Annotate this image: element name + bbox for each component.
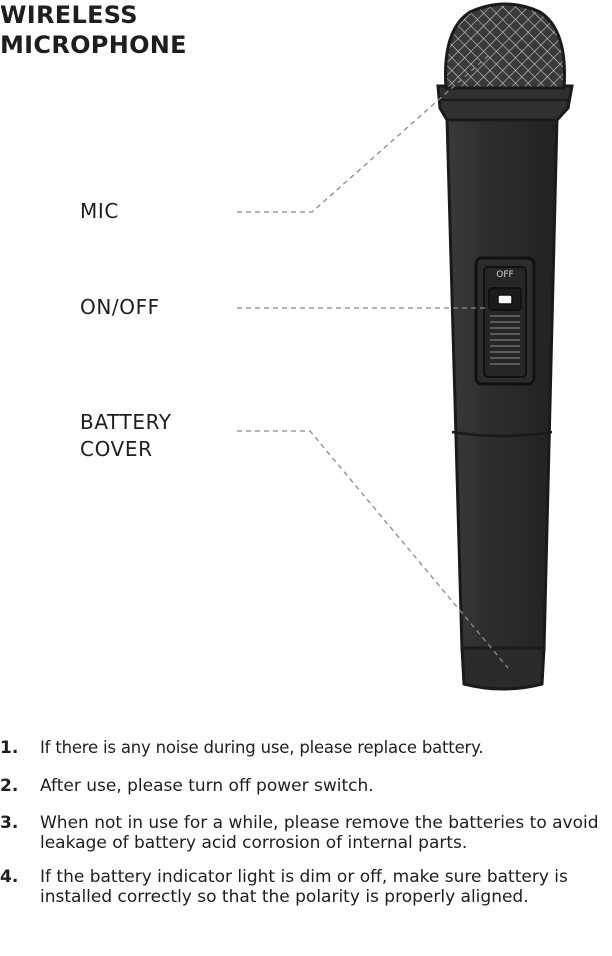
- instruction-number: 1.: [0, 738, 18, 758]
- callout-mic: MIC: [80, 198, 119, 225]
- switch-off-label: OFF: [496, 270, 513, 280]
- instruction-item: 3. When not in use for a while, please r…: [0, 813, 612, 853]
- instruction-item: 1. If there is any noise during use, ple…: [0, 738, 612, 758]
- grille-collar: [438, 86, 572, 120]
- callout-battery-cover-line-2: COVER: [80, 436, 172, 463]
- indicator-light: [498, 295, 512, 304]
- instruction-item: 4. If the battery indicator light is dim…: [0, 867, 612, 907]
- instructions-list: 1. If there is any noise during use, ple…: [0, 738, 612, 907]
- callout-battery-cover: BATTERY COVER: [80, 409, 172, 463]
- instruction-number: 2.: [0, 776, 18, 796]
- mic-grille: [446, 4, 565, 88]
- callout-mic-text: MIC: [80, 198, 119, 225]
- instruction-number: 4.: [0, 867, 18, 887]
- bottom-cap: [462, 648, 544, 689]
- callout-on-off: ON/OFF: [80, 294, 160, 321]
- instruction-text: If the battery indicator light is dim or…: [40, 867, 568, 907]
- callout-on-off-text: ON/OFF: [80, 294, 160, 321]
- instruction-number: 3.: [0, 813, 18, 833]
- instruction-text: When not in use for a while, please remo…: [40, 813, 599, 853]
- microphone-diagram: OFF: [0, 0, 612, 720]
- instruction-item: 2. After use, please turn off power swit…: [0, 776, 612, 796]
- instruction-text: After use, please turn off power switch.: [40, 776, 374, 796]
- callout-battery-cover-line-1: BATTERY: [80, 409, 172, 436]
- instruction-text: If there is any noise during use, please…: [40, 738, 483, 757]
